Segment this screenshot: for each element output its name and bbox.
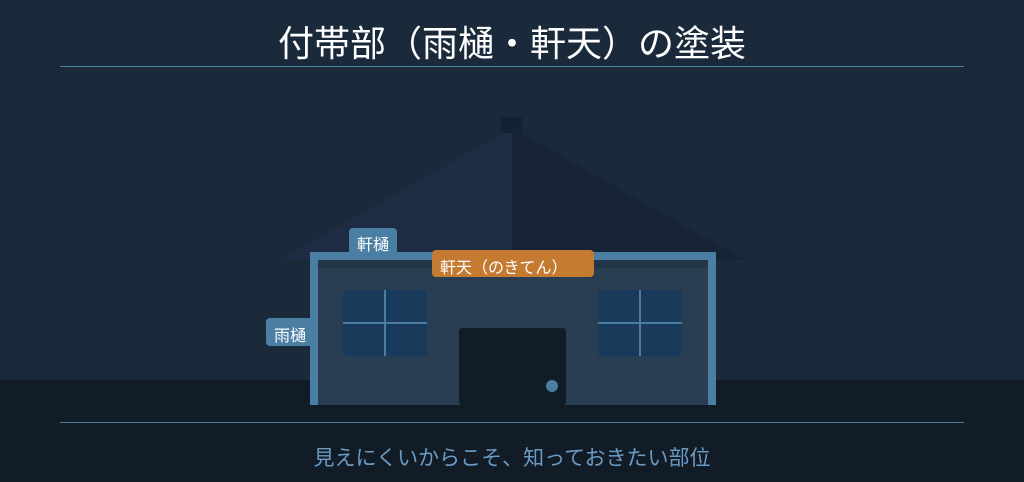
label-gutter-eave: 軒樋 — [349, 228, 398, 258]
window-left — [343, 290, 427, 356]
title-divider — [60, 66, 964, 67]
door-knob — [546, 380, 558, 392]
label-downspout: 雨樋 — [266, 318, 315, 346]
label-soffit: 軒天（のきてん） — [432, 250, 594, 277]
page-title: 付帯部（雨樋・軒天）の塗装 — [277, 24, 746, 65]
window-right — [598, 290, 682, 356]
subtitle: 見えにくいからこそ、知っておきたい部位 — [313, 446, 711, 470]
roof-left — [280, 128, 512, 260]
footer-divider — [60, 422, 964, 423]
roof-right — [512, 128, 745, 260]
downspout-right — [708, 252, 716, 405]
door — [459, 328, 566, 405]
chimney — [501, 117, 522, 133]
